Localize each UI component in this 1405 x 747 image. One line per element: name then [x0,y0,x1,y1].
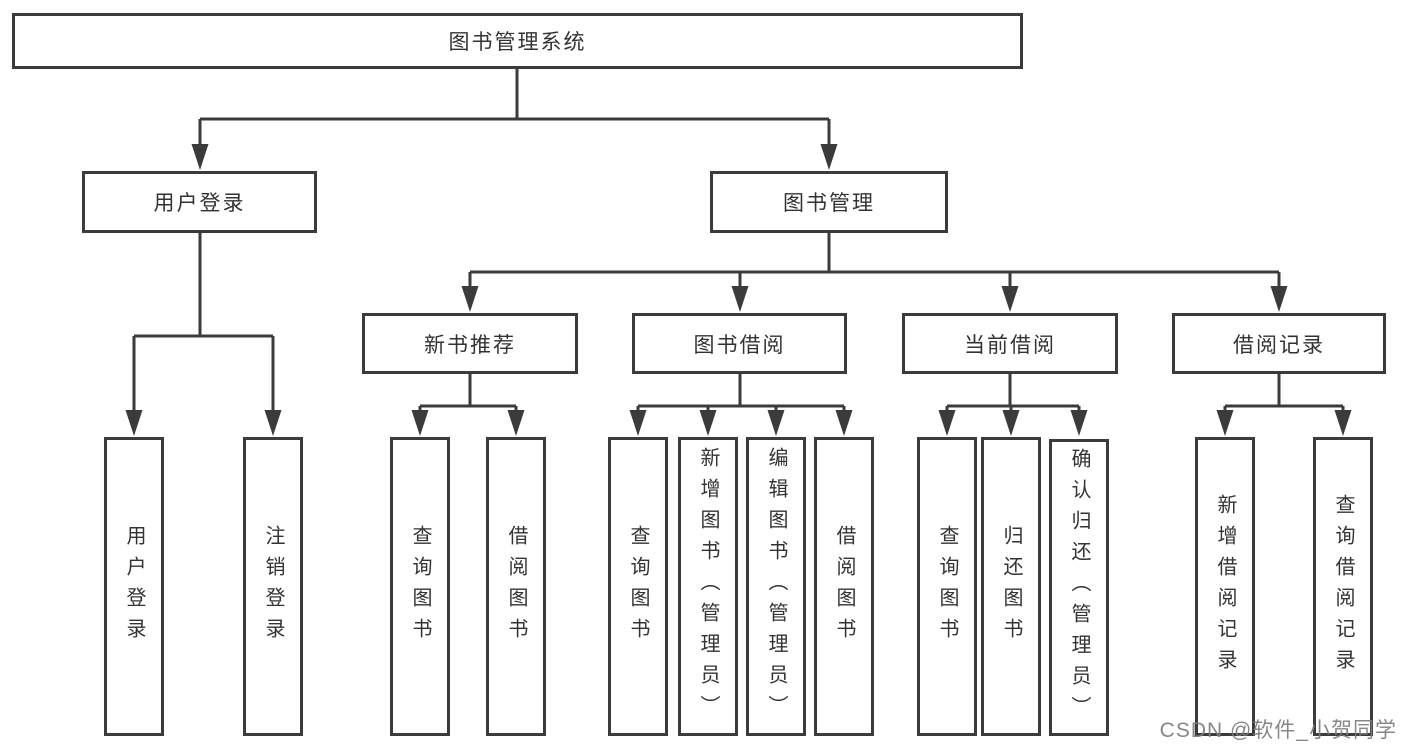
leaf-nbr-borrow-books: 借阅图书 [486,437,546,736]
leaf-br-query-record: 查询借阅记录 [1313,437,1373,736]
leaf-br-add-record: 新增借阅记录 [1195,437,1255,736]
leaf-user-login: 用户登录 [104,437,164,736]
leaf-bb-edit-books-admin: 编辑图书（管理员） [746,437,806,736]
leaf-bb-borrow-books: 借阅图书 [814,437,874,736]
leaf-logout: 注销登录 [243,437,303,736]
leaf-nbr-query-books: 查询图书 [390,437,450,736]
node-new-book-recommendation: 新书推荐 [362,313,578,374]
node-current-borrowing: 当前借阅 [902,313,1118,374]
node-user-login: 用户登录 [82,171,317,233]
leaf-cb-query-books: 查询图书 [917,437,977,736]
node-book-borrowing: 图书借阅 [632,313,847,374]
leaf-cb-confirm-return-admin: 确认归还（管理员） [1049,439,1109,736]
csdn-watermark: CSDN @软件_小贺同学 [1159,719,1397,742]
node-borrowing-records: 借阅记录 [1172,313,1386,374]
node-library-management-system: 图书管理系统 [12,13,1023,69]
leaf-bb-add-books-admin: 新增图书（管理员） [678,437,738,736]
leaf-bb-query-books: 查询图书 [608,437,668,736]
node-book-management: 图书管理 [710,171,948,233]
leaf-cb-return-books: 归还图书 [981,437,1041,736]
